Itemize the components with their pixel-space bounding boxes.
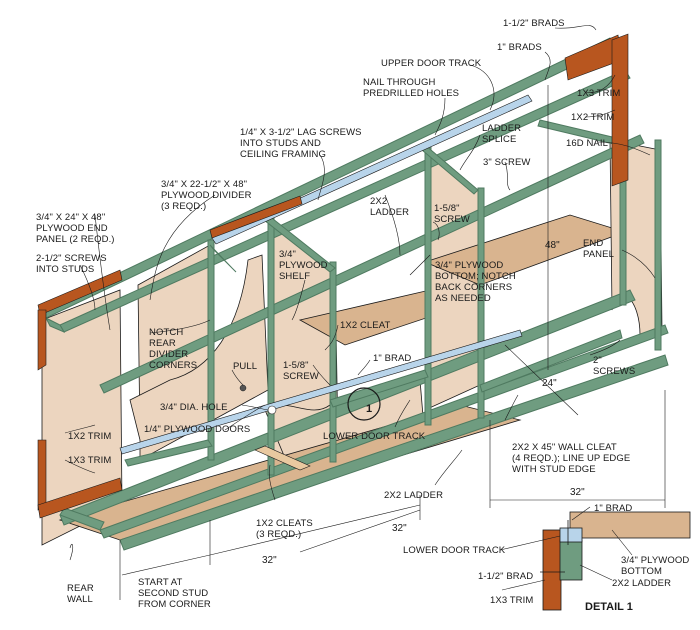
label-nail-16d: 16d NAIL <box>566 138 608 149</box>
label-wall-cleat: 2x2 x 45" WALL CLEAT (4 REQD.); LINE UP … <box>512 442 631 475</box>
trim-left-bottom <box>37 477 123 519</box>
dia-hole <box>267 405 277 415</box>
pull-knob <box>239 384 247 392</box>
label-brad-1: 1" BRAD <box>373 353 412 364</box>
label-ladder-splice: LADDER SPLICE <box>482 123 522 145</box>
label-trim-1x3-top: 1x3 TRIM <box>577 88 621 99</box>
dim-32-left: 32" <box>262 555 277 566</box>
label-screws-2-5: 2-1/2" SCREWS INTO STUDS <box>36 253 107 275</box>
label-plywood-shelf: 3/4" PLYWOOD SHELF <box>279 249 328 282</box>
label-cleats-1x2: 1x2 CLEATS (3 REQD.) <box>256 518 313 540</box>
label-screws-2: 2" SCREWS <box>593 355 636 377</box>
label-end-panel-left: 3/4" x 24" x 48" PLYWOOD END PANEL (2 RE… <box>36 212 115 245</box>
label-lower-door-track: LOWER DOOR TRACK <box>323 431 426 442</box>
label-cleat-1x2: 1x2 CLEAT <box>340 320 391 331</box>
detail-trim-1x3: 1x3 TRIM <box>490 595 534 606</box>
dim-32-mid: 32" <box>392 523 407 534</box>
label-notch-rear: NOTCH REAR DIVIDER CORNERS <box>149 327 198 371</box>
label-ladder-2x2-top: 2x2 LADDER <box>370 196 410 218</box>
label-screw-1-5-8-top: 1-5/8" SCREW <box>434 203 470 225</box>
detail-brad-1: 1" BRAD <box>594 503 633 514</box>
trim-left-lower <box>37 439 47 511</box>
leader-lines <box>64 25 656 561</box>
lower-door-track-strip <box>119 329 523 455</box>
detail-1-drawing <box>499 506 691 611</box>
label-plywood-bottom: 3/4" PLYWOOD BOTTOM; NOTCH BACK CORNERS … <box>435 260 516 304</box>
dim-24: 24" <box>542 378 557 389</box>
detail-plywood-bottom: 3/4" PLYWOOD BOTTOM <box>621 555 690 577</box>
label-pull: PULL <box>233 361 258 372</box>
label-screw-3: 3" SCREW <box>483 157 531 168</box>
label-brads-1: 1" BRADS <box>497 42 542 53</box>
label-end-panel-right: END PANEL <box>583 238 614 260</box>
label-ladder-2x2-bottom: 2x2 LADDER <box>384 490 444 501</box>
dim-48: 48" <box>545 240 560 251</box>
label-rear-wall: REAR WALL <box>67 583 94 605</box>
floor-cleat <box>254 445 311 471</box>
label-plywood-doors: 1/4" PLYWOOD DOORS <box>144 424 251 435</box>
label-upper-door-track: UPPER DOOR TRACK <box>381 58 482 69</box>
label-trim-1x2-left: 1x2 TRIM <box>68 431 112 442</box>
detail-brad-1-5: 1-1/2" BRAD <box>478 571 534 582</box>
label-brads-1-5: 1-1/2" BRADS <box>503 18 565 29</box>
label-trim-1x3-left: 1x3 TRIM <box>68 455 112 466</box>
dimension-lines <box>119 85 666 600</box>
detail-ladder-2x2: 2x2 LADDER <box>612 578 672 589</box>
label-trim-1x2-top: 1x2 TRIM <box>571 112 615 123</box>
dim-32-right: 32" <box>570 487 585 498</box>
detail-title: DETAIL 1 <box>585 601 633 613</box>
label-start-at: START AT SECOND STUD FROM CORNER <box>138 577 211 610</box>
label-hole-3-4: 3/4" DIA. HOLE <box>160 402 228 413</box>
detail-lower-door-track: LOWER DOOR TRACK <box>403 545 506 556</box>
label-screw-1-5-8-mid: 1-5/8" SCREW <box>283 360 319 382</box>
detail-callout-circle <box>347 387 381 421</box>
trim-right-vertical <box>611 33 629 187</box>
label-nail-through: NAIL THROUGH PREDRILLED HOLES <box>363 77 460 99</box>
trim-top-center <box>209 195 303 239</box>
detail-callout-number: 1 <box>366 403 372 415</box>
trim-left-vertical <box>37 309 47 371</box>
frame-ladders <box>41 37 669 551</box>
label-lag-screws: 1/4" x 3-1/2" LAG SCREWS INTO STUDS AND … <box>240 127 362 160</box>
label-plywood-divider: 3/4" x 22-1/2" x 48" PLYWOOD DIVIDER (3 … <box>161 179 252 212</box>
